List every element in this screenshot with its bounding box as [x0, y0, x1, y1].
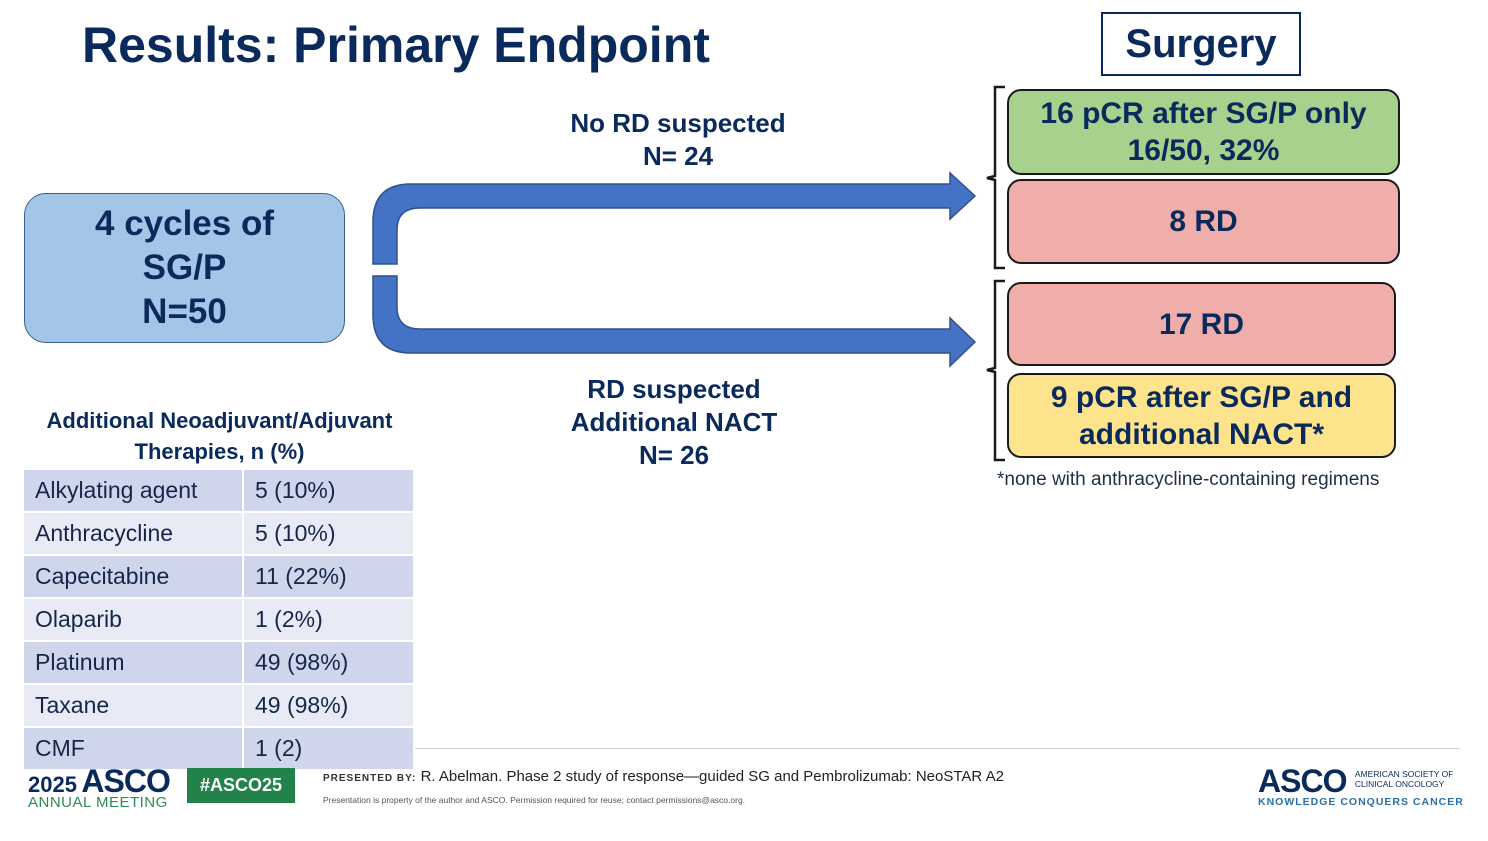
therapies-title-line1: Additional Neoadjuvant/Adjuvant	[46, 408, 393, 433]
therapy-name: Alkylating agent	[24, 470, 244, 513]
asco-logo-text: ASCO	[1258, 763, 1347, 799]
upper-arm-label: No RD suspected N= 24	[528, 107, 828, 173]
start-box-line1: 4 cycles of	[95, 204, 274, 243]
asco-tagline: KNOWLEDGE CONQUERS CANCER	[1258, 796, 1464, 808]
presented-by: PRESENTED BY: R. Abelman. Phase 2 study …	[323, 768, 1004, 785]
society-line2: CLINICAL ONCOLOGY	[1354, 779, 1445, 789]
therapy-value: 49 (98%)	[243, 684, 413, 728]
asco-logo: ASCO AMERICAN SOCIETY OF CLINICAL ONCOLO…	[1258, 763, 1464, 808]
lower-arm-line3: N= 26	[638, 440, 710, 470]
lower-pcr-line1: 9 pCR after SG/P and	[1050, 380, 1353, 414]
lower-arm-line1: RD suspected	[587, 374, 761, 404]
lower-arm-label: RD suspected Additional NACT N= 26	[524, 373, 824, 472]
start-box-line2: SG/P	[142, 248, 227, 287]
lower-bracket	[986, 279, 1005, 462]
table-row: Taxane 49 (98%)	[24, 684, 413, 728]
therapies-title: Additional Neoadjuvant/Adjuvant Therapie…	[22, 405, 417, 467]
therapy-name: Anthracycline	[24, 512, 244, 556]
therapies-title-line2: Therapies, n (%)	[134, 439, 305, 464]
presented-by-text: R. Abelman. Phase 2 study of response—gu…	[420, 768, 1004, 785]
society-line1: AMERICAN SOCIETY OF	[1354, 769, 1454, 779]
upper-arm-line1: No RD suspected	[570, 108, 786, 138]
logo-asco: ASCO	[81, 763, 170, 799]
therapy-name: Capecitabine	[24, 555, 244, 599]
therapies-table: Alkylating agent 5 (10%) Anthracycline 5…	[24, 470, 413, 771]
therapy-value: 1 (2%)	[243, 598, 413, 642]
upper-pcr-box: 16 pCR after SG/P only 16/50, 32%	[1007, 89, 1400, 175]
lower-rd-box: 17 RD	[1007, 282, 1396, 366]
table-row: Capecitabine 11 (22%)	[24, 555, 413, 599]
footnote: *none with anthracycline-containing regi…	[997, 469, 1380, 490]
lower-pcr-box: 9 pCR after SG/P and additional NACT*	[1007, 373, 1396, 458]
therapy-value: 11 (22%)	[243, 555, 413, 599]
surgery-label: Surgery	[1101, 12, 1301, 76]
presented-by-label: PRESENTED BY:	[323, 773, 417, 784]
therapy-value: 49 (98%)	[243, 641, 413, 685]
logo-year: 2025	[28, 772, 77, 797]
asco-society: AMERICAN SOCIETY OF CLINICAL ONCOLOGY	[1355, 769, 1455, 789]
lower-arm-line2: Additional NACT	[570, 407, 778, 437]
upper-pcr-line1: 16 pCR after SG/P only	[1040, 97, 1367, 130]
start-box: 4 cycles of SG/P N=50	[24, 193, 345, 343]
table-row: Olaparib 1 (2%)	[24, 598, 413, 642]
therapy-name: CMF	[24, 727, 244, 771]
therapy-value: 1 (2)	[243, 727, 413, 771]
therapy-name: Olaparib	[24, 598, 244, 642]
property-note: Presentation is property of the author a…	[323, 795, 746, 805]
therapy-value: 5 (10%)	[243, 470, 413, 513]
footer-divider	[415, 748, 1460, 749]
table-row: Alkylating agent 5 (10%)	[24, 470, 413, 513]
lower-pcr-line2: additional NACT*	[1079, 417, 1324, 451]
logo-annual-meeting: ANNUAL MEETING	[28, 794, 168, 811]
table-row: Platinum 49 (98%)	[24, 641, 413, 685]
start-box-line3: N=50	[142, 292, 227, 331]
slide-title: Results: Primary Endpoint	[82, 17, 710, 73]
therapy-value: 5 (10%)	[243, 512, 413, 556]
therapy-name: Platinum	[24, 641, 244, 685]
table-row: CMF 1 (2)	[24, 727, 413, 771]
upper-bracket	[986, 85, 1005, 270]
upper-arm-line2: N= 24	[642, 141, 714, 171]
annual-meeting-logo: 2025 ASCO ANNUAL MEETING	[28, 763, 171, 811]
upper-rd-box: 8 RD	[1007, 179, 1400, 264]
upper-pcr-line2: 16/50, 32%	[1127, 134, 1280, 167]
therapy-name: Taxane	[24, 684, 244, 728]
upper-arrow	[372, 171, 977, 265]
hashtag-badge: #ASCO25	[187, 768, 295, 803]
table-row: Anthracycline 5 (10%)	[24, 512, 413, 556]
lower-arrow	[372, 275, 977, 368]
